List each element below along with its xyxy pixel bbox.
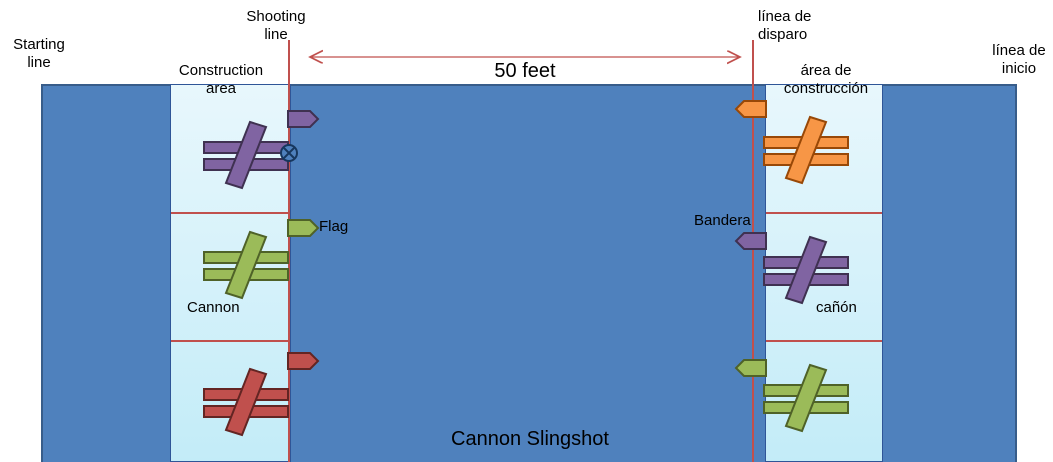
flag-left-2 [287,219,320,237]
flag-label-en: Flag [319,218,349,235]
cannon-right-3 [763,363,849,433]
shooting-line-right [752,40,754,462]
cannon-left-3 [203,367,289,437]
flag-right-1 [734,100,767,118]
cannon-right-1 [763,115,849,185]
flag-left-3 [287,352,320,370]
target-marker-cross [283,147,295,159]
distance-label: 50 feet [494,60,556,82]
flag-label-es: Bandera [694,212,751,229]
flag-right-3 [734,359,767,377]
cannon-left-2 [203,230,289,300]
cannon-label-en: Cannon [187,299,240,316]
flag-left-1 [287,110,320,128]
cannon-left-1 [203,120,289,190]
diagram-title: Cannon Slingshot [451,428,609,450]
cannon-label-es: cañón [816,299,857,316]
flag-right-2 [734,232,767,250]
cannon-right-2 [763,235,849,305]
